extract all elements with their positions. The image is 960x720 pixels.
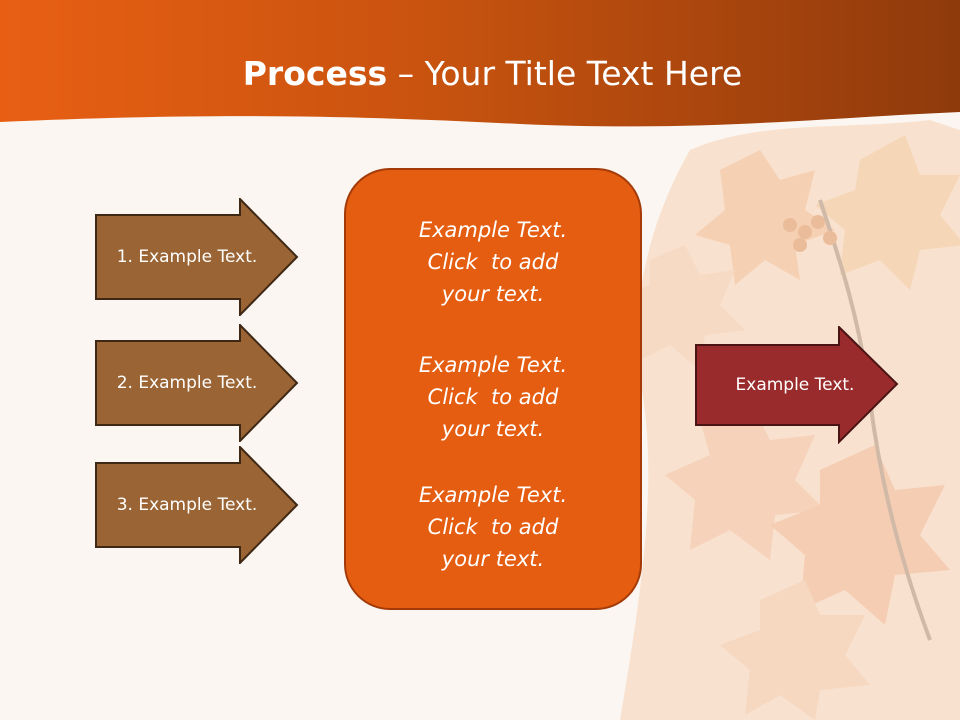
process-text-block-3: Example Text. Click to add your text. [346, 479, 640, 575]
input-arrow-3[interactable]: 3. Example Text. [95, 446, 299, 564]
process-text-block-1: Example Text. Click to add your text. [346, 214, 640, 310]
arrow-shape [95, 446, 299, 564]
block-line: Click to add [427, 385, 559, 409]
header-band [0, 0, 960, 127]
block-line: Example Text. [418, 218, 568, 242]
block-line: Click to add [427, 515, 559, 539]
block-line: Click to add [427, 250, 559, 274]
process-box[interactable]: Example Text. Click to add your text. Ex… [344, 168, 642, 610]
block-line: Example Text. [418, 353, 568, 377]
input-arrow-2[interactable]: 2. Example Text. [95, 324, 299, 442]
block-line: your text. [441, 282, 545, 306]
arrow-label: 2. Example Text. [116, 373, 258, 393]
title-rest: – Your Title Text Here [387, 54, 743, 93]
block-line: Example Text. [418, 483, 568, 507]
arrow-label: 3. Example Text. [116, 495, 258, 515]
arrow-label: 1. Example Text. [116, 247, 258, 267]
block-line: your text. [441, 417, 545, 441]
process-text-block-2: Example Text. Click to add your text. [346, 349, 640, 445]
arrow-shape [695, 326, 899, 444]
slide-title: Process – Your Title Text Here [0, 52, 960, 96]
title-bold: Process [242, 54, 388, 93]
arrow-shape [95, 324, 299, 442]
input-arrow-1[interactable]: 1. Example Text. [95, 198, 299, 316]
output-arrow[interactable]: Example Text. [695, 326, 899, 444]
arrow-label: Example Text. [735, 375, 855, 395]
block-line: your text. [441, 547, 545, 571]
arrow-shape [95, 198, 299, 316]
